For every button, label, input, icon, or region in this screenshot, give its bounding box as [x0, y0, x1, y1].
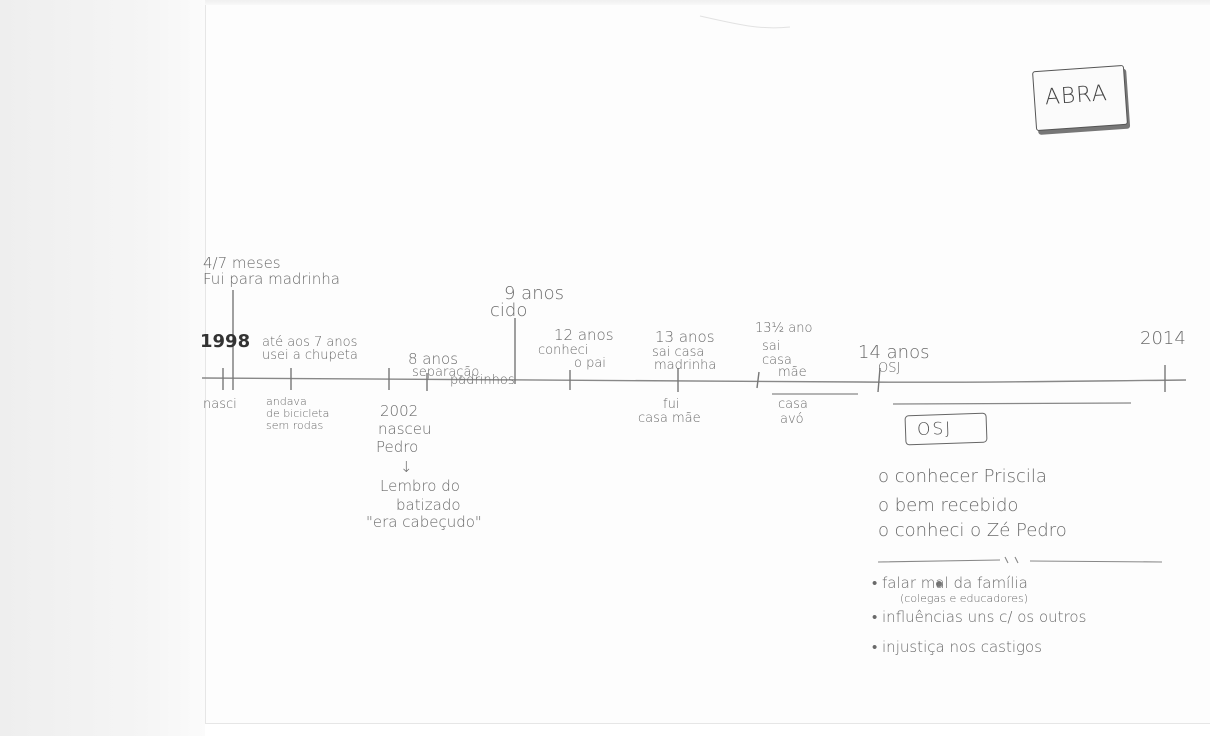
osj-note-3: • injustiça nos castigos [872, 638, 1043, 656]
avo-line2: avó [780, 412, 804, 427]
list-divider [877, 556, 1163, 564]
madrinha-label: Fui para madrinha [203, 270, 340, 288]
eight-years-line3: padrinhos [450, 373, 515, 388]
osj-rule [892, 402, 1132, 405]
quote-label: "era cabeçudo" [366, 513, 482, 531]
end-year: 2014 [1140, 328, 1186, 349]
thirteen-half-line3: casa [762, 353, 792, 368]
eight-years-line2: separação [412, 365, 480, 380]
fui-line2: casa mãe [638, 411, 701, 426]
scan-top-edge [0, 0, 1210, 6]
avo-line1: casa [778, 397, 808, 412]
twelve-years-line1: 12 anos [554, 326, 614, 344]
born-label: nasci [203, 397, 237, 412]
thirteen-years-line1: 13 anos [655, 328, 715, 346]
months-label: 4/7 meses [203, 254, 281, 272]
lembro-label: Lembro do [380, 477, 460, 495]
scan-left-margin [0, 0, 205, 736]
nine-years-line1: 9 anos [504, 283, 565, 304]
nasceu-label: nasceu [378, 420, 432, 438]
thirteen-half-line2: sai [762, 339, 781, 354]
fourteen-years-line2: OSJ [878, 361, 901, 376]
thirteen-half-line1: 13½ ano [755, 321, 813, 336]
tick-14-anos [877, 367, 881, 393]
osj-box: OSJ [904, 412, 988, 446]
osj-item-2: o bem recebido [878, 495, 1019, 516]
twelve-years-line3: o pai [574, 356, 606, 371]
osj-note-2: • influências uns c/ os outros [872, 608, 1087, 626]
thirteen-half-line4: mãe [778, 365, 807, 380]
bike-line2: de bicicleta [266, 407, 330, 420]
abra-badge: ABRA [1032, 64, 1128, 132]
abra-label: ABRA [1044, 81, 1109, 111]
osj-title: OSJ [916, 418, 953, 441]
year-2002: 2002 [380, 402, 419, 420]
osj-note-1: • falar mal da família [872, 574, 1028, 592]
timeline-axis [201, 377, 1187, 383]
twelve-years-line2: conheci [538, 343, 589, 358]
thirteen-years-line2: sai casa [652, 345, 705, 360]
fourteen-years-line1: 14 anos [858, 342, 930, 363]
bike-line3: sem rodas [266, 419, 324, 432]
fui-line1: fui [663, 397, 680, 412]
chupeta-label: até aos 7 anos usei a chupeta [262, 335, 358, 363]
eight-years-line1: 8 anos [408, 350, 459, 368]
osj-item-1: o conhecer Priscila [878, 466, 1047, 487]
start-year: 1998 [200, 331, 251, 352]
osj-item-3: o conheci o Zé Pedro [878, 520, 1067, 541]
thirteen-years-line3: madrinha [654, 358, 717, 373]
bike-line1: andava [266, 395, 307, 408]
tick-13-5-anos [756, 371, 760, 389]
pencil-mark [699, 15, 791, 29]
bullet-dot [936, 581, 942, 587]
batizado-label: batizado [396, 496, 461, 514]
pedro-label: Pedro [376, 438, 419, 456]
down-arrow: ↓ [400, 458, 413, 476]
osj-note-1-sub: (colegas e educadores) [900, 592, 1029, 605]
nine-years-line2: cido [490, 300, 528, 321]
